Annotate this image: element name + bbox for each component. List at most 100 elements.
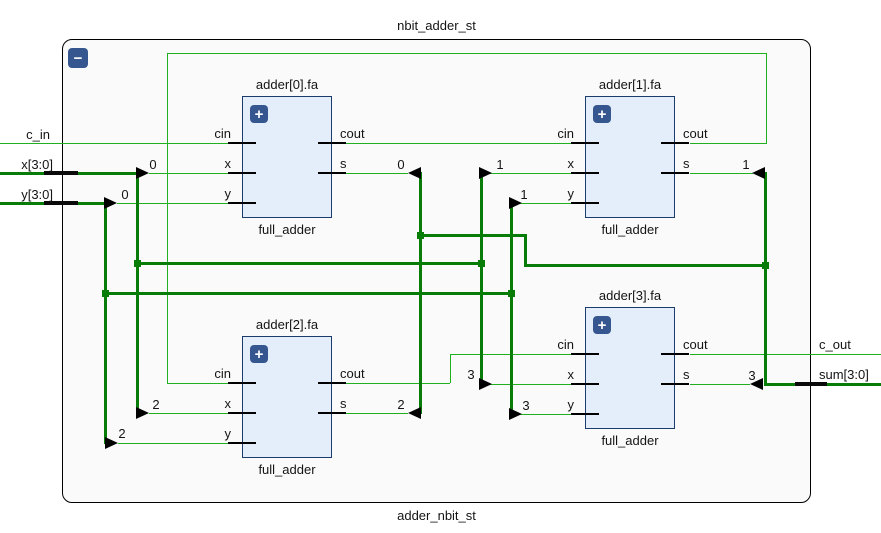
pin-stub-x[interactable] <box>228 412 256 414</box>
wire-carry-right-drop[interactable] <box>766 53 767 143</box>
rip-arrow-y3-icon <box>509 408 522 420</box>
block-name-adder0: adder[0].fa <box>255 77 319 92</box>
pin-label-cin: cin <box>557 337 574 352</box>
pin-stub-s[interactable] <box>661 383 689 385</box>
module-frame[interactable] <box>62 39 811 503</box>
wire-s0[interactable] <box>346 173 408 174</box>
bit-label-x3: 3 <box>467 367 475 382</box>
port-x-bus[interactable]: x[3:0] <box>21 157 53 172</box>
bus-sum-jog[interactable] <box>524 234 527 266</box>
pin-label-cout: cout <box>340 126 365 141</box>
pin-stub-y[interactable] <box>228 442 256 444</box>
pin-label-x: x <box>567 156 575 171</box>
wire-cout2[interactable] <box>346 383 450 384</box>
wire-cout2-jog[interactable] <box>450 354 451 383</box>
pin-stub-y[interactable] <box>228 202 256 204</box>
wire-carry-top[interactable] <box>167 53 767 54</box>
port-sum-bus[interactable]: sum[3:0] <box>819 367 869 382</box>
pin-label-y: y <box>567 186 575 201</box>
bus-sum-left-vertical[interactable] <box>419 172 422 414</box>
pin-stub-cin[interactable] <box>571 353 599 355</box>
pin-stub-cout[interactable] <box>661 353 689 355</box>
port-c-out[interactable]: c_out <box>819 337 851 352</box>
rip-arrow-y1-icon <box>509 197 522 209</box>
pin-stub-cin[interactable] <box>228 142 256 144</box>
pin-label-y: y <box>567 397 575 412</box>
pin-label-y: y <box>224 186 232 201</box>
pin-stub-cout[interactable] <box>318 382 346 384</box>
wire-cout1[interactable] <box>690 143 767 144</box>
block-name-adder2: adder[2].fa <box>255 317 319 332</box>
pin-label-cin: cin <box>214 366 231 381</box>
expand-button-adder2[interactable]: + <box>250 345 268 363</box>
pin-label-x: x <box>224 156 232 171</box>
collapse-button[interactable]: − <box>68 48 88 68</box>
rip-arrow-y0-icon <box>104 197 117 209</box>
pin-label-s: s <box>683 367 690 382</box>
rip-arrow-x3-icon <box>479 378 492 390</box>
pin-stub-y[interactable] <box>571 202 599 204</box>
bus-y-mid[interactable] <box>104 292 512 295</box>
wire-y2[interactable] <box>118 443 228 444</box>
expand-button-adder1[interactable]: + <box>593 105 611 123</box>
junction-dot <box>417 232 424 239</box>
bit-label-s3: 3 <box>748 368 756 383</box>
rip-arrow-s1-icon <box>752 167 765 179</box>
junction-dot <box>508 290 515 297</box>
junction-dot <box>102 290 109 297</box>
pin-stub-x[interactable] <box>571 172 599 174</box>
bus-sum-mid-lower[interactable] <box>524 264 766 267</box>
pin-stub-cout[interactable] <box>661 142 689 144</box>
bus-x-mid[interactable] <box>136 262 482 265</box>
rip-arrow-s2-icon <box>408 407 421 419</box>
wire-s1[interactable] <box>690 173 753 174</box>
bus-y-right-vertical[interactable] <box>510 202 513 415</box>
wire-y3[interactable] <box>511 414 571 415</box>
wire-x3[interactable] <box>481 384 571 385</box>
pin-stub-s[interactable] <box>318 172 346 174</box>
wire-cin2[interactable] <box>167 383 228 384</box>
wire-s3[interactable] <box>690 384 750 385</box>
block-type-adder0: full_adder <box>258 222 316 237</box>
wire-y1[interactable] <box>511 203 571 204</box>
bit-label-y3: 3 <box>522 398 530 413</box>
wire-s2[interactable] <box>346 413 408 414</box>
wire-cout0-cin1[interactable] <box>346 143 571 144</box>
bit-label-y2: 2 <box>118 426 126 441</box>
junction-dot <box>762 262 769 269</box>
pin-stub-s[interactable] <box>661 172 689 174</box>
pin-stub-s[interactable] <box>318 412 346 414</box>
wire-carry-left-drop[interactable] <box>167 53 168 383</box>
rip-arrow-x1-icon <box>479 167 492 179</box>
pin-stub-y[interactable] <box>571 413 599 415</box>
port-c-in[interactable]: c_in <box>26 127 50 142</box>
wire-c-in[interactable] <box>0 143 228 144</box>
bus-sum-right-vertical[interactable] <box>764 172 767 385</box>
pin-stub-x[interactable] <box>228 172 256 174</box>
pin-stub-cin[interactable] <box>571 142 599 144</box>
junction-dot <box>134 260 141 267</box>
pin-stub-cin[interactable] <box>228 382 256 384</box>
wire-x1[interactable] <box>481 173 571 174</box>
wire-x0[interactable] <box>149 173 228 174</box>
rip-arrow-x0-icon <box>136 167 149 179</box>
pin-stub-cout[interactable] <box>318 142 346 144</box>
bit-label-y0: 0 <box>121 187 129 202</box>
bit-label-s2: 2 <box>397 397 405 412</box>
expand-button-adder0[interactable]: + <box>250 105 268 123</box>
expand-button-adder3[interactable]: + <box>593 316 611 334</box>
port-y-bus[interactable]: y[3:0] <box>21 187 53 202</box>
pin-label-cin: cin <box>557 126 574 141</box>
wire-y0[interactable] <box>117 203 228 204</box>
wire-x2[interactable] <box>149 413 228 414</box>
bit-label-s1: 1 <box>742 157 750 172</box>
wire-c-out[interactable] <box>690 354 881 355</box>
bus-boundary-sum <box>795 382 827 386</box>
bit-label-y1: 1 <box>520 187 528 202</box>
bus-x-right-vertical[interactable] <box>480 172 483 385</box>
bus-sum-mid-upper[interactable] <box>419 234 526 237</box>
rip-arrow-y2-icon <box>105 437 118 449</box>
bus-y-vertical[interactable] <box>104 202 107 444</box>
pin-stub-x[interactable] <box>571 383 599 385</box>
